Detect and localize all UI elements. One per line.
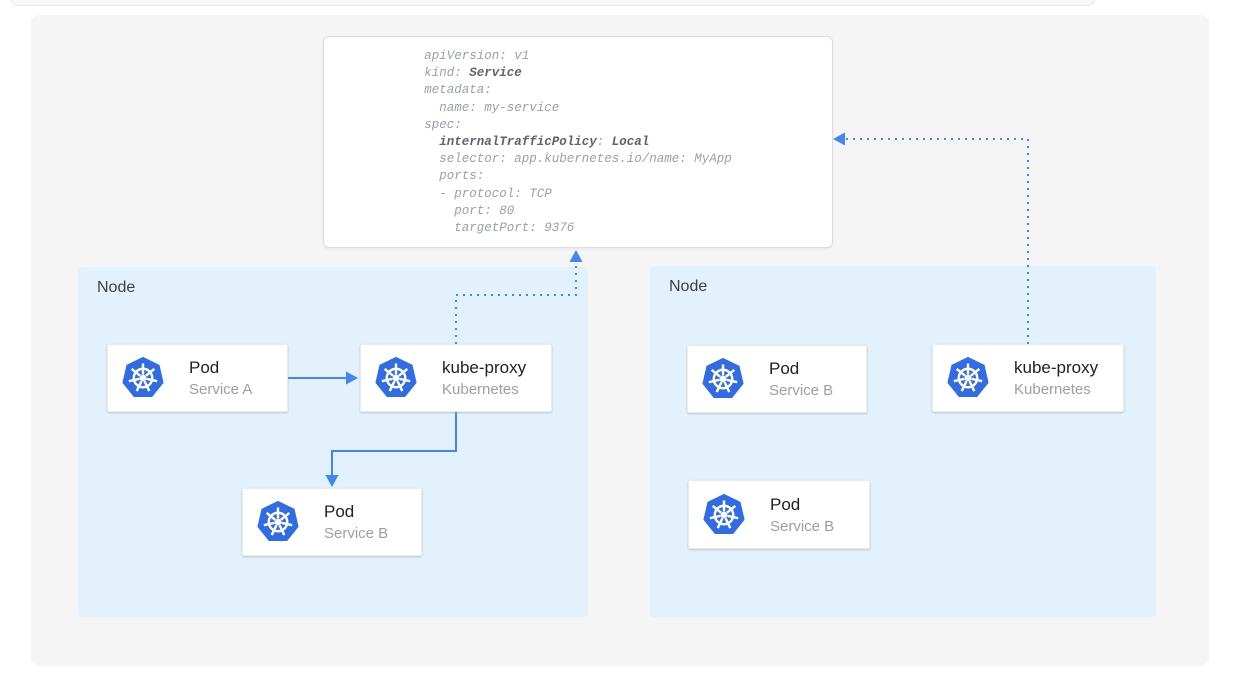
yaml-line: - protocol: TCP xyxy=(424,186,552,201)
node-box-left: Node xyxy=(78,267,588,617)
card-title: Pod xyxy=(324,502,355,521)
pod-service-a-card: Pod Service A xyxy=(107,344,288,412)
kube-proxy-card-left: kube-proxy Kubernetes xyxy=(360,344,552,412)
yaml-line: ports: xyxy=(424,169,485,184)
card-subtitle: Service A xyxy=(189,381,253,398)
yaml-code-block: apiVersion: v1 kind: Service metadata: nam… xyxy=(424,48,732,237)
kube-proxy-card-right: kube-proxy Kubernetes xyxy=(932,344,1124,412)
kubernetes-icon xyxy=(702,492,746,535)
yaml-line: targetPort: 9376 xyxy=(424,221,575,236)
yaml-line: internalTrafficPolicy: Local xyxy=(439,135,650,150)
card-subtitle: Service B xyxy=(769,382,834,399)
card-title: Pod xyxy=(770,494,801,514)
kubernetes-icon xyxy=(701,357,745,400)
top-cropped-strip xyxy=(11,0,1095,6)
node-label: Node xyxy=(97,279,136,296)
card-subtitle: Service B xyxy=(324,525,389,542)
card-title: kube-proxy xyxy=(1014,358,1099,377)
card-subtitle: Kubernetes xyxy=(442,381,519,398)
yaml-line: kind: Service xyxy=(424,66,522,81)
yaml-line: apiVersion: v1 xyxy=(424,49,530,63)
yaml-line: port: 80 xyxy=(424,203,515,218)
card-title: Pod xyxy=(769,359,800,378)
card-title: Pod xyxy=(189,358,220,377)
kubernetes-icon xyxy=(374,356,418,399)
kubernetes-icon xyxy=(946,356,990,399)
card-subtitle: Service B xyxy=(770,517,835,535)
card-title: kube-proxy xyxy=(442,358,527,377)
pod-service-b-card-right-bottom: Pod Service B xyxy=(688,480,870,549)
node-box-right: Node xyxy=(650,266,1156,617)
card-subtitle: Kubernetes xyxy=(1014,381,1091,398)
kubernetes-icon xyxy=(256,500,300,543)
pod-service-b-card-right-top: Pod Service B xyxy=(687,345,867,413)
kubernetes-icon xyxy=(121,356,165,399)
yaml-line: spec: xyxy=(424,117,462,132)
service-yaml-card: apiVersion: v1 kind: Service metadata: nam… xyxy=(323,36,833,248)
yaml-line: name: my-service xyxy=(424,100,560,115)
node-label: Node xyxy=(669,278,708,295)
pod-service-b-card-left: Pod Service B xyxy=(242,488,422,556)
yaml-line: metadata: xyxy=(424,83,492,98)
yaml-line: selector: app.kubernetes.io/name: MyApp xyxy=(424,152,732,167)
